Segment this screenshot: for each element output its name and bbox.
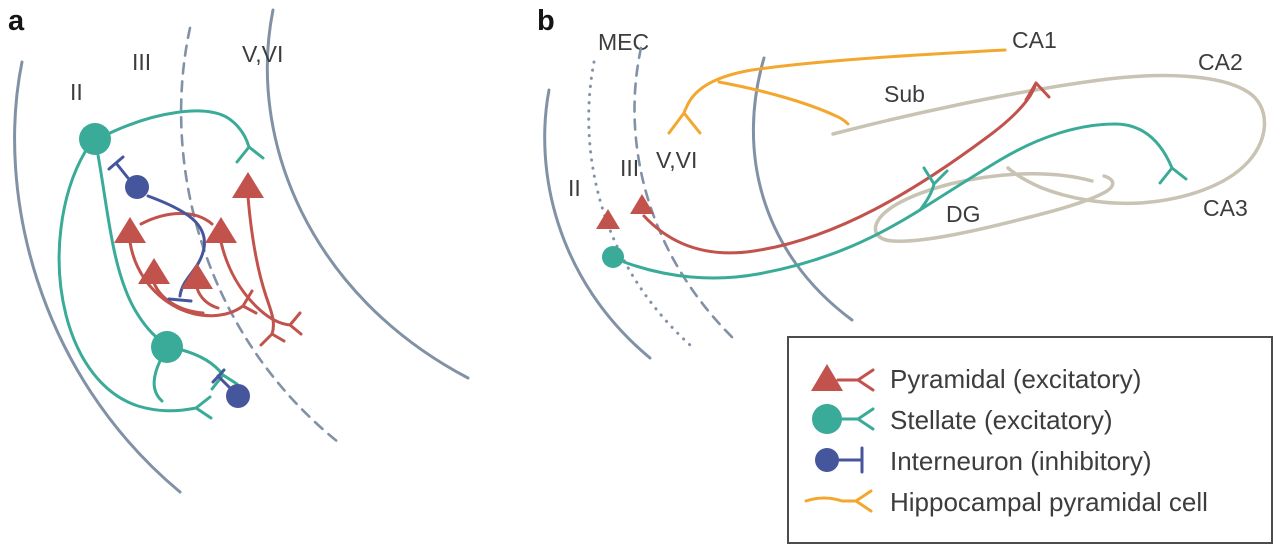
stellate1-to-stellate2-link xyxy=(96,153,165,344)
stellate1-axon-to-deep-layers xyxy=(108,109,265,164)
layer-ii-label: II xyxy=(70,79,83,105)
legend-hippocampal-label: Hippocampal pyramidal cell xyxy=(890,487,1208,517)
legend-interneuron-label: Interneuron (inhibitory) xyxy=(890,446,1152,476)
pyramidal-dendrite-arc xyxy=(139,212,214,226)
interneuron-cell-2 xyxy=(226,384,250,408)
stellate-cell-1 xyxy=(79,123,111,155)
pyramidal2-axon xyxy=(152,281,205,315)
layer-v-vi-label: V,VI xyxy=(242,41,283,67)
pyramidal-cell-3 xyxy=(181,263,213,289)
pyramidal3-axon xyxy=(195,286,220,310)
legend-hippocampal-axon-icon xyxy=(804,489,873,513)
stellate2-axon-down xyxy=(152,359,164,403)
legend-pyramidal-icon xyxy=(811,364,843,391)
legend-pyramidal-label: Pyramidal (excitatory) xyxy=(890,364,1141,394)
mec-pyramidal-cell-1 xyxy=(596,209,620,229)
mec-layer-v-vi-label: V,VI xyxy=(656,147,697,173)
mec-layer-ii-label: II xyxy=(568,175,581,201)
mec-boundary-right xyxy=(751,56,854,322)
legend-interneuron-axon-icon xyxy=(837,446,864,474)
mec-to-sub-branch xyxy=(717,80,850,126)
pyramidal5-axon xyxy=(246,195,286,347)
pyramidal-cell-4 xyxy=(205,217,237,243)
legend-stellate-icon xyxy=(812,404,842,434)
mec-divider-dashed xyxy=(633,46,735,340)
layer2-to-dg-branch xyxy=(918,166,949,212)
mec-pyramidal-cell-2 xyxy=(630,194,654,214)
legend-interneuron-icon xyxy=(815,448,839,472)
ca3-label: CA3 xyxy=(1203,195,1248,221)
legend-stellate-label: Stellate (excitatory) xyxy=(890,405,1113,435)
stellate-cell-2 xyxy=(151,331,183,363)
interneuron2-synapse xyxy=(211,368,232,390)
mec-boundary-left xyxy=(543,88,652,360)
legend-stellate-axon-icon xyxy=(840,407,875,431)
sub-label: Sub xyxy=(884,81,925,107)
panel-b-label: b xyxy=(537,5,555,37)
pyramidal4-axon xyxy=(219,240,303,336)
interneuron-cell-1 xyxy=(125,175,149,199)
panel-b: b MEC II III V,VI CA1 CA2 CA3 Sub DG xyxy=(537,5,1267,360)
pyramidal-cell-1 xyxy=(114,217,146,243)
dg-label: DG xyxy=(946,201,981,227)
panel-a: a II III V,VI xyxy=(8,5,470,494)
stellate2-axon-right xyxy=(180,348,239,391)
layer3-to-ca1-projection xyxy=(642,81,1051,255)
pyramidal-cell-2 xyxy=(138,258,170,284)
ca1-label: CA1 xyxy=(1012,27,1057,53)
panel-a-label: a xyxy=(8,5,25,37)
stellate-axon-loop xyxy=(57,150,213,420)
mec-stellate-cell xyxy=(602,246,624,268)
ca1-to-mec-projection xyxy=(667,48,1007,135)
interneuron1-synapse-on-stellate xyxy=(107,155,130,180)
dentate-gyrus-outline xyxy=(873,172,1115,243)
layer-iii-label: III xyxy=(132,49,151,75)
layer-boundary-right xyxy=(265,8,470,380)
ca2-label: CA2 xyxy=(1198,49,1243,75)
layer2-to-ca3-projection xyxy=(622,122,1188,280)
legend: Pyramidal (excitatory) Stellate (excitat… xyxy=(787,336,1273,544)
layer-boundary-left xyxy=(13,60,182,494)
pyramidal-cell-5 xyxy=(232,172,264,198)
legend-pyramidal-axon-icon xyxy=(836,368,875,392)
mec-layer-iii-label: III xyxy=(620,155,639,181)
